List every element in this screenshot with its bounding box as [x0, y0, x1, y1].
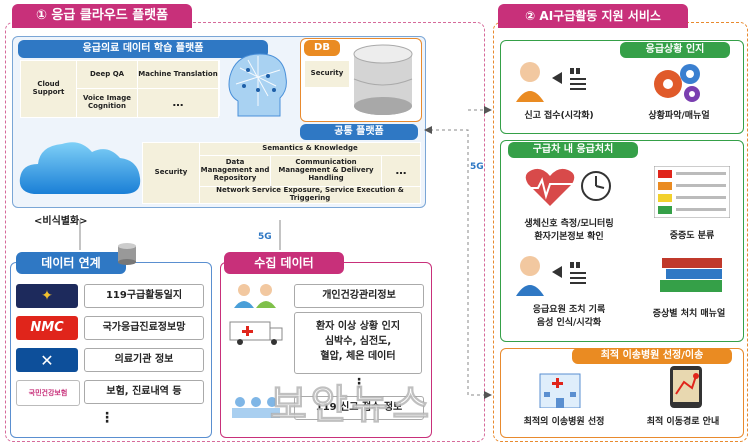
- hospital-title: 최적 이송병원 선정/이송: [572, 348, 732, 364]
- common-cell: …: [381, 155, 421, 187]
- 5g-label: 5G: [258, 232, 272, 242]
- data-link-title: 데이터 연계: [16, 252, 126, 274]
- call-reception-icon: [514, 58, 594, 102]
- common-platform-title: 공통 플랫폼: [300, 124, 418, 140]
- 5g-label: 5G: [470, 162, 484, 172]
- in-ambulance-title: 구급차 내 응급처치: [508, 142, 638, 158]
- data-link-row: NMC 국가응급진료정보망: [14, 314, 204, 342]
- situation-item: 상황파악/매뉴얼: [648, 111, 710, 121]
- server-icon: [116, 242, 138, 266]
- collect-item: 환자 이상 상황 인지 심박수, 심전도, 혈압, 체온 데이터: [294, 312, 422, 374]
- gears-icon: [644, 60, 708, 104]
- hospital-building-icon: [530, 368, 590, 409]
- right-panel-title: ② AI구급활동 지원 서비스: [498, 4, 688, 28]
- data-link-row: ✦ 119구급활동일지: [14, 282, 204, 310]
- db-title: DB: [304, 40, 340, 56]
- hospital-item: 최적 이동경로 안내: [646, 417, 720, 427]
- left-panel-title: ① 응급 클라우드 플랫폼: [12, 4, 192, 28]
- data-link-item: 의료기관 정보: [84, 348, 204, 372]
- data-link-item: 119구급활동일지: [84, 284, 204, 308]
- collect-item: 119 신고 접수 정보: [294, 396, 424, 420]
- data-link-item: 국가응급진료정보망: [84, 316, 204, 340]
- hospital-item: 최적의 이송병원 선정: [523, 417, 605, 427]
- in-ambulance-item: 증상별 처치 매뉴얼: [652, 309, 726, 319]
- family-icon: [226, 282, 286, 308]
- medical-institution-logo-icon: ✕: [16, 348, 78, 372]
- learning-cell: Machine Translation: [137, 60, 219, 89]
- in-ambulance-item: 생체신호 측정/모니터링 환자기본정보 확인: [524, 219, 614, 242]
- ai-brain-head-icon: [218, 46, 298, 126]
- situation-item: 신고 접수(시각화): [524, 111, 594, 121]
- triage-chart-icon: [653, 165, 731, 219]
- learning-cell: Cloud Support: [20, 60, 77, 118]
- data-link-row: 국민건강보험 보험, 진료내역 등: [14, 378, 204, 406]
- manual-books-icon: [658, 254, 728, 294]
- database-cylinder-icon: [350, 44, 416, 116]
- common-platform-grid: Security Semantics & Knowledge Data Mana…: [142, 142, 421, 204]
- heart-monitor-icon: [520, 164, 616, 210]
- nmc-logo-icon: NMC: [16, 316, 78, 340]
- collect-item: 개인건강관리정보: [294, 284, 424, 308]
- learning-platform-grid: Cloud Support Deep QA Machine Translatio…: [20, 60, 220, 118]
- data-link-more: ⋮: [100, 410, 114, 426]
- watermark: 보안뉴스: [269, 382, 434, 429]
- deidentify-label: <비식별화>: [34, 216, 88, 227]
- learning-cell: Voice Image Cognition: [76, 88, 138, 118]
- health-insurance-logo-icon: 국민건강보험: [16, 380, 80, 406]
- in-ambulance-item: 응급요원 조치 기록 음성 인식/시각화: [532, 305, 606, 328]
- navigation-map-icon: [668, 364, 704, 410]
- responder-recording-icon: [514, 252, 594, 296]
- ambulance-icon: [226, 316, 286, 346]
- data-link-item: 보험, 진료내역 등: [84, 380, 204, 404]
- collect-data-title: 수집 데이터: [224, 252, 344, 274]
- learning-platform-title: 응급의료 데이터 학습 플랫폼: [18, 40, 268, 58]
- 119-logo-icon: ✦: [16, 284, 78, 308]
- cloud-icon: [16, 132, 146, 202]
- common-cell: Network Service Exposure, Service Execut…: [199, 186, 421, 204]
- emergency-cloud-platform-panel: [5, 22, 485, 442]
- situation-title: 응급상황 인지: [620, 42, 730, 58]
- people-group-icon: [226, 394, 286, 420]
- db-security-cell: Security: [304, 60, 350, 88]
- collect-more: ⋮: [352, 376, 366, 392]
- data-link-row: ✕ 의료기관 정보: [14, 346, 204, 374]
- learning-cell: …: [137, 88, 219, 118]
- in-ambulance-item: 중증도 분류: [669, 231, 715, 241]
